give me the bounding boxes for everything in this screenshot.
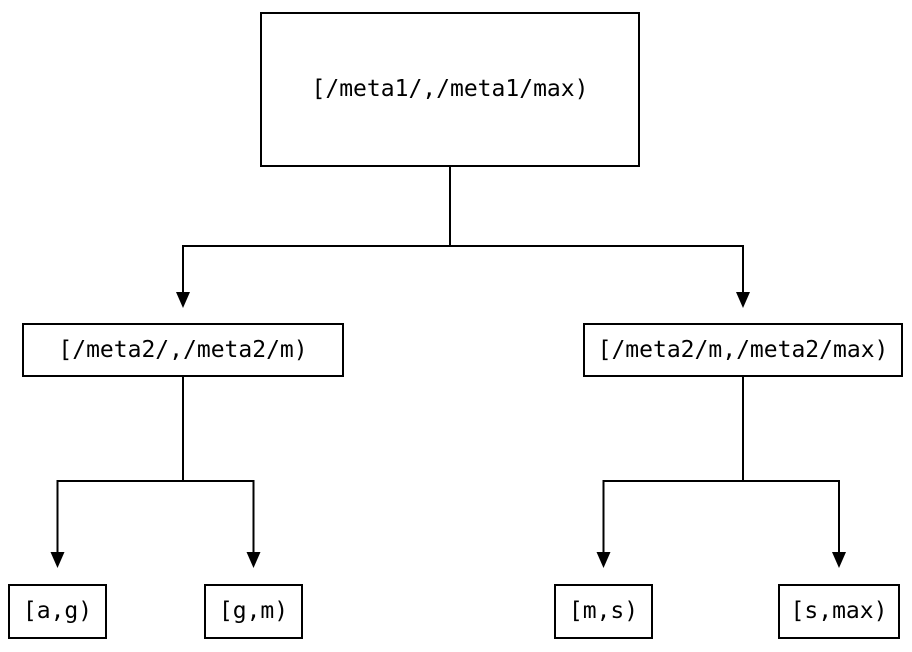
edge-level1-rail: [182, 245, 744, 293]
tree-node-meta2-right: [/meta2/m,/meta2/max): [583, 323, 903, 377]
tree-node-leaf-a-g: [a,g): [8, 584, 107, 639]
tree-node-meta2-left: [/meta2/,/meta2/m): [22, 323, 344, 377]
edge-level2-left-rail: [56, 480, 255, 553]
arrowhead-to-meta2-right: [736, 292, 750, 308]
arrowhead-to-leaf-a-g: [50, 552, 65, 568]
arrowhead-to-leaf-m-s: [596, 552, 611, 568]
tree-node-leaf-g-m: [g,m): [204, 584, 303, 639]
tree-node-root: [/meta1/,/meta1/max): [260, 12, 640, 167]
edge-level2-right-rail: [602, 480, 840, 553]
tree-node-leaf-m-s: [m,s): [554, 584, 653, 639]
arrowhead-to-leaf-s-max: [832, 552, 846, 568]
arrowhead-to-meta2-left: [176, 292, 190, 308]
arrowhead-to-leaf-g-m: [246, 552, 261, 568]
tree-node-leaf-s-max: [s,max): [778, 584, 900, 639]
